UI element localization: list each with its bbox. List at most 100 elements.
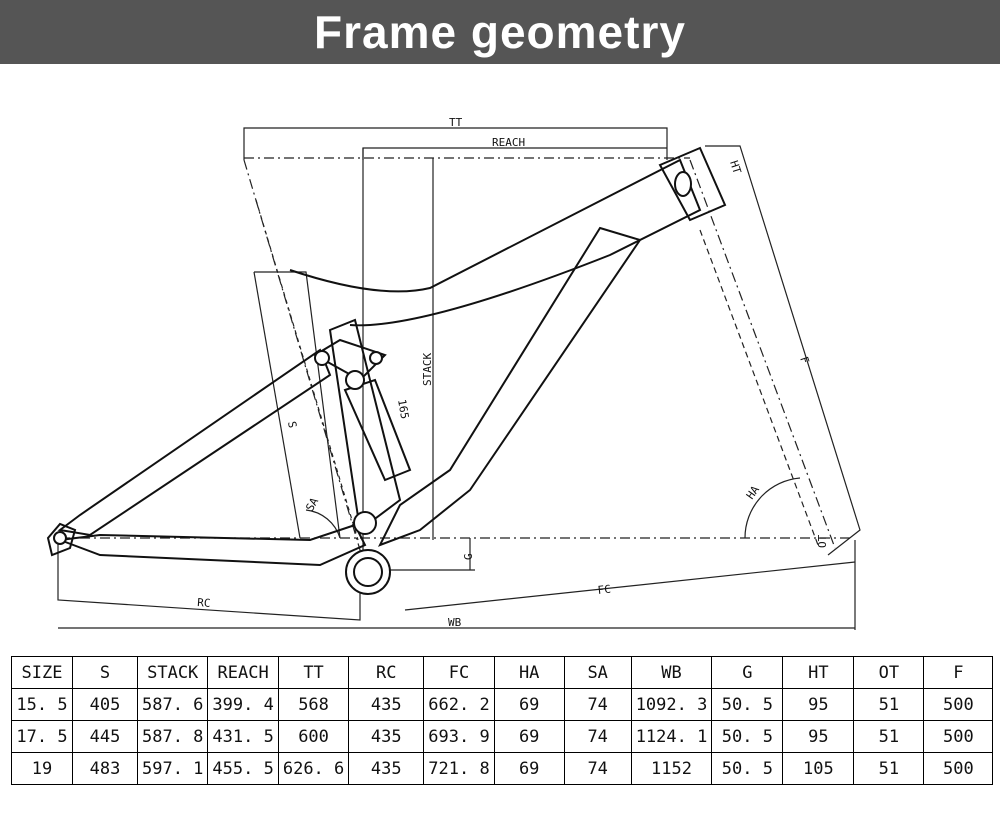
table-cell: 69 — [493, 688, 565, 721]
table-cell: 500 — [923, 688, 994, 721]
table-cell: 626. 6 — [277, 752, 350, 785]
table-cell: 50. 5 — [711, 752, 784, 785]
down-tube — [377, 226, 642, 547]
table-cell: 568 — [277, 688, 350, 721]
table-cell: 69 — [493, 752, 565, 785]
seat-stay — [57, 348, 332, 537]
label-sa: SA — [303, 495, 321, 513]
table-cell: 693. 9 — [423, 720, 495, 753]
table-row: 19 483 597. 1 455. 5 626. 6 435 721. 8 6… — [11, 752, 994, 785]
header-cell: HA — [493, 656, 565, 689]
ha-arc — [744, 477, 801, 539]
fork-dimension — [705, 145, 861, 556]
table-row: 15. 5 405 587. 6 399. 4 568 435 662. 2 6… — [11, 688, 994, 721]
label-rc: RC — [197, 596, 211, 610]
header-cell: OT — [853, 656, 925, 689]
link-pivot-lower — [345, 370, 365, 390]
ht-axis — [689, 159, 836, 549]
header-cell: HT — [782, 656, 855, 689]
frame-geometry-drawing: TT REACH STACK HT F S 165 SA HA G RC FC … — [0, 64, 1000, 650]
table-cell: 435 — [348, 720, 425, 753]
header-cell: WB — [630, 656, 713, 689]
table-cell: 105 — [782, 752, 855, 785]
tt-dimension — [243, 127, 668, 160]
label-reach: REACH — [492, 136, 525, 149]
header-cell: REACH — [207, 656, 279, 689]
sa-arc — [305, 509, 341, 539]
table-cell: 1152 — [630, 752, 713, 785]
table-cell: 600 — [277, 720, 350, 753]
table-cell: 1124. 1 — [630, 720, 713, 753]
header-cell: RC — [348, 656, 425, 689]
rc-dimension — [57, 540, 361, 621]
table-cell: 500 — [923, 720, 994, 753]
fc-dimension — [404, 561, 856, 611]
header-cell: S — [72, 656, 138, 689]
table-cell: 95 — [782, 688, 855, 721]
bike-frame — [46, 146, 727, 567]
s-dimension-left — [253, 271, 301, 539]
table-cell: 50. 5 — [711, 688, 784, 721]
table-cell: 74 — [563, 688, 632, 721]
label-s: S — [285, 420, 299, 429]
table-cell: 445 — [72, 720, 138, 753]
head-tube — [658, 146, 727, 222]
table-cell: 17. 5 — [11, 720, 73, 753]
top-tube — [289, 158, 702, 327]
table-cell: 399. 4 — [207, 688, 279, 721]
table-cell: 69 — [493, 720, 565, 753]
shock-body — [343, 378, 412, 482]
rear-dropout — [46, 522, 77, 557]
table-cell: 587. 8 — [136, 720, 209, 753]
table-cell: 500 — [923, 752, 994, 785]
table-cell: 51 — [853, 688, 925, 721]
table-cell: 662. 2 — [423, 688, 495, 721]
title-banner: Frame geometry — [0, 0, 1000, 64]
rear-axle — [53, 531, 67, 545]
s-dimension — [254, 271, 341, 539]
table-cell: 50. 5 — [711, 720, 784, 753]
header-cell: STACK — [136, 656, 209, 689]
table-cell: 51 — [853, 752, 925, 785]
table-header-row: SIZE S STACK REACH TT RC FC HA SA WB G H… — [11, 656, 994, 689]
label-f: F — [797, 355, 811, 365]
table-cell: 435 — [348, 688, 425, 721]
table-cell: 74 — [563, 720, 632, 753]
label-wb: WB — [448, 616, 462, 629]
seat-tube-axis — [243, 159, 364, 561]
table-cell: 19 — [11, 752, 73, 785]
header-cell: FC — [423, 656, 495, 689]
shock-mount — [369, 351, 383, 365]
table-cell: 74 — [563, 752, 632, 785]
header-cell: G — [711, 656, 784, 689]
table-cell: 483 — [72, 752, 138, 785]
main-pivot — [353, 511, 377, 535]
seat-tube-axis-offset — [255, 199, 359, 541]
table-cell: 587. 6 — [136, 688, 209, 721]
table-cell: 431. 5 — [207, 720, 279, 753]
table-cell: 455. 5 — [207, 752, 279, 785]
table-cell: 15. 5 — [11, 688, 73, 721]
seat-tube — [328, 318, 402, 532]
header-cell: SIZE — [11, 656, 73, 689]
table-cell: 95 — [782, 720, 855, 753]
table-cell: 435 — [348, 752, 425, 785]
geometry-table: SIZE S STACK REACH TT RC FC HA SA WB G H… — [11, 656, 994, 785]
label-g: G — [462, 553, 475, 560]
label-fc: FC — [597, 583, 612, 597]
label-tt: TT — [449, 116, 463, 129]
cable-port — [674, 171, 692, 197]
label-stack: STACK — [421, 353, 434, 386]
table-cell: 1092. 3 — [630, 688, 713, 721]
table-cell: 721. 8 — [423, 752, 495, 785]
table-row: 17. 5 445 587. 8 431. 5 600 435 693. 9 6… — [11, 720, 994, 753]
shock-link — [313, 338, 387, 382]
table-cell: 405 — [72, 688, 138, 721]
chain-stay — [59, 523, 367, 567]
label-ot: OT — [816, 534, 829, 548]
label-seat-165: 165 — [395, 398, 411, 420]
header-cell: TT — [277, 656, 350, 689]
table-cell: 597. 1 — [136, 752, 209, 785]
link-pivot-upper — [314, 350, 330, 366]
header-cell: SA — [563, 656, 632, 689]
